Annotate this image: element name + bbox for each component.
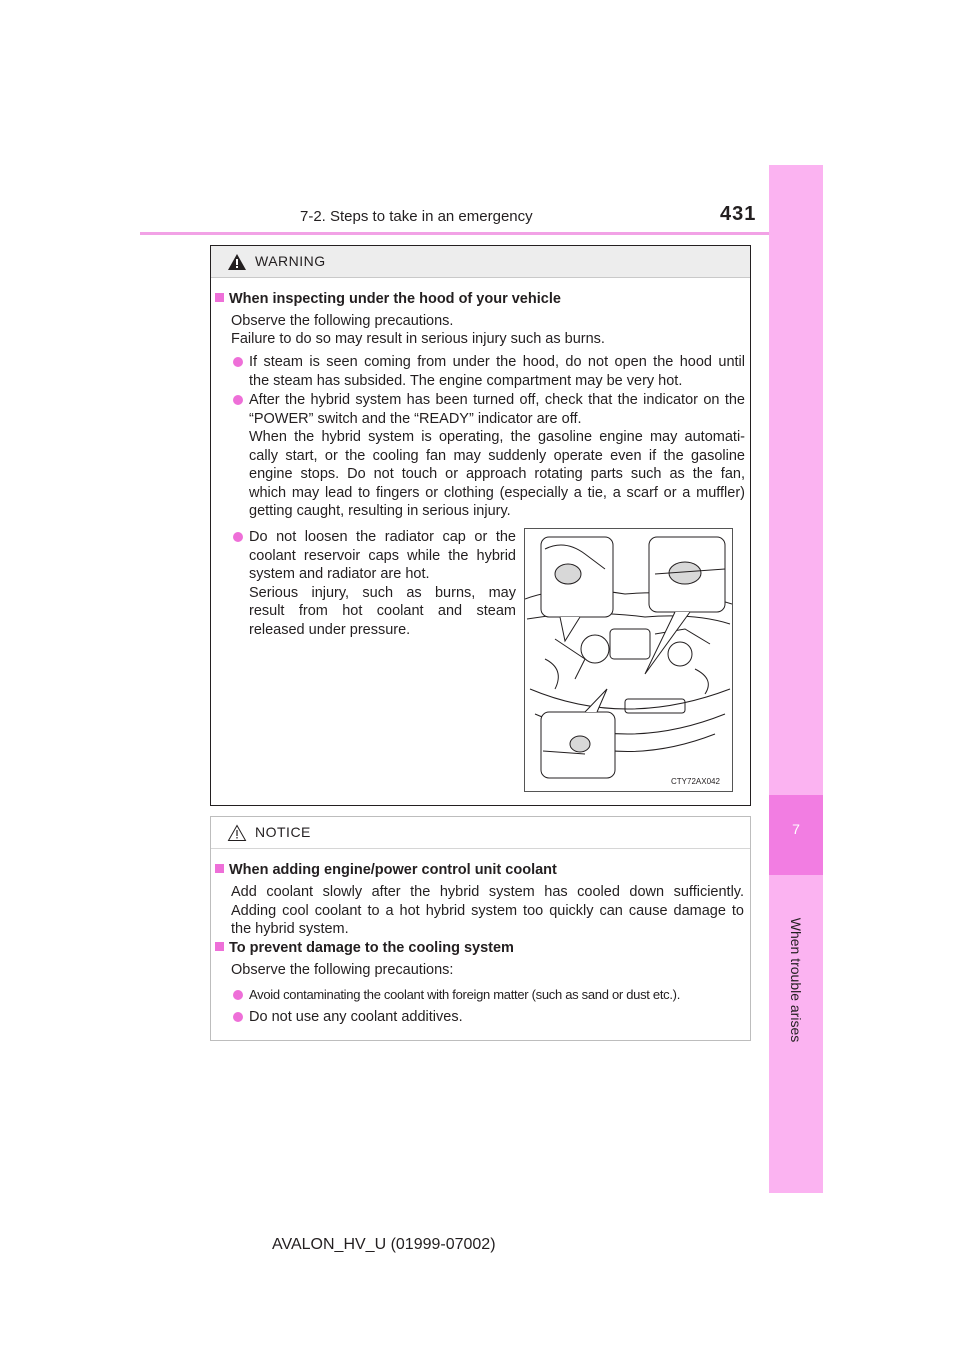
- chapter-number: 7: [792, 821, 800, 837]
- document-code: AVALON_HV_U (01999-07002): [272, 1236, 496, 1253]
- figure-code: CTY72AX042: [671, 777, 720, 786]
- bullet-line: engine stops. Do not touch or approach r…: [249, 466, 745, 482]
- engine-compartment-illustration: CTY72AX042: [524, 528, 733, 792]
- bullet-line: system and radiator are hot.: [249, 566, 430, 582]
- notice-paragraph-2: Observe the following precautions:: [231, 962, 454, 978]
- page-number: 431: [720, 203, 757, 225]
- warning-intro-2: Failure to do so may result in serious i…: [231, 331, 605, 347]
- bullet-line: When the hybrid system is operating, the…: [249, 429, 745, 445]
- warning-triangle-icon: [228, 254, 246, 270]
- bullet-line: getting caught, resulting in serious inj…: [249, 503, 511, 519]
- warning-title: WARNING: [255, 253, 326, 269]
- circle-bullet-icon: [233, 990, 243, 1000]
- bullet-line: the steam has subsided. The engine compa…: [249, 372, 683, 389]
- bullet-line: Do not loosen the radiator cap or the: [249, 529, 516, 545]
- chapter-title: When trouble arises: [788, 917, 804, 1043]
- warning-intro-1: Observe the following precautions.: [231, 313, 454, 329]
- notice-paragraph-1: Add coolant slowly after the hybrid syst…: [231, 883, 744, 939]
- notice-heading-1: When adding engine/power control unit co…: [215, 861, 557, 880]
- section-title: 7-2. Steps to take in an emergency: [300, 208, 533, 225]
- chapter-tab: [769, 165, 823, 1193]
- circle-bullet-icon: [233, 395, 243, 405]
- bullet-line: If steam is seen coming from under the h…: [249, 354, 745, 370]
- warning-heading: When inspecting under the hood of your v…: [215, 290, 561, 309]
- circle-bullet-icon: [233, 357, 243, 367]
- square-bullet-icon: [215, 942, 224, 951]
- paragraph-line: the hybrid system.: [231, 921, 349, 937]
- square-bullet-icon: [215, 864, 224, 873]
- bullet-line: which may lead to fingers or clothing (e…: [249, 484, 745, 501]
- bullet-text: Avoid contaminating the coolant with for…: [249, 987, 681, 1002]
- notice-header: NOTICE: [211, 817, 750, 849]
- bullet-line: Serious injury, such as burns, may: [249, 584, 516, 601]
- header-rule: [140, 232, 823, 235]
- notice-title: NOTICE: [255, 824, 311, 840]
- engine-drawing: CTY72AX042: [524, 536, 733, 786]
- bullet-text: Do not use any coolant additives.: [249, 1009, 463, 1025]
- notice-box: NOTICE When adding engine/power control …: [210, 816, 751, 1041]
- bullet-line: cally start, or the cooling fan may sudd…: [249, 447, 745, 464]
- notice-heading-2: To prevent damage to the cooling system: [215, 939, 514, 958]
- chapter-number-block: 7: [769, 795, 823, 875]
- paragraph-line: Adding cool coolant to a hot hybrid syst…: [231, 902, 744, 919]
- bullet-line: “POWER” switch and the “READY” indicator…: [249, 410, 582, 427]
- bullet-line: After the hybrid system has been turned …: [249, 392, 745, 408]
- bullet-line: coolant reservoir caps while the hybrid: [249, 547, 516, 564]
- bullet-line: result from hot coolant and steam: [249, 603, 516, 619]
- circle-bullet-icon: [233, 532, 243, 542]
- bullet-line: released under pressure.: [249, 621, 411, 638]
- warning-header: WARNING: [211, 246, 750, 278]
- warning-box: WARNING When inspecting under the hood o…: [210, 245, 751, 806]
- square-bullet-icon: [215, 293, 224, 302]
- caution-triangle-icon: [227, 824, 247, 841]
- circle-bullet-icon: [233, 1012, 243, 1022]
- paragraph-line: Add coolant slowly after the hybrid syst…: [231, 884, 744, 900]
